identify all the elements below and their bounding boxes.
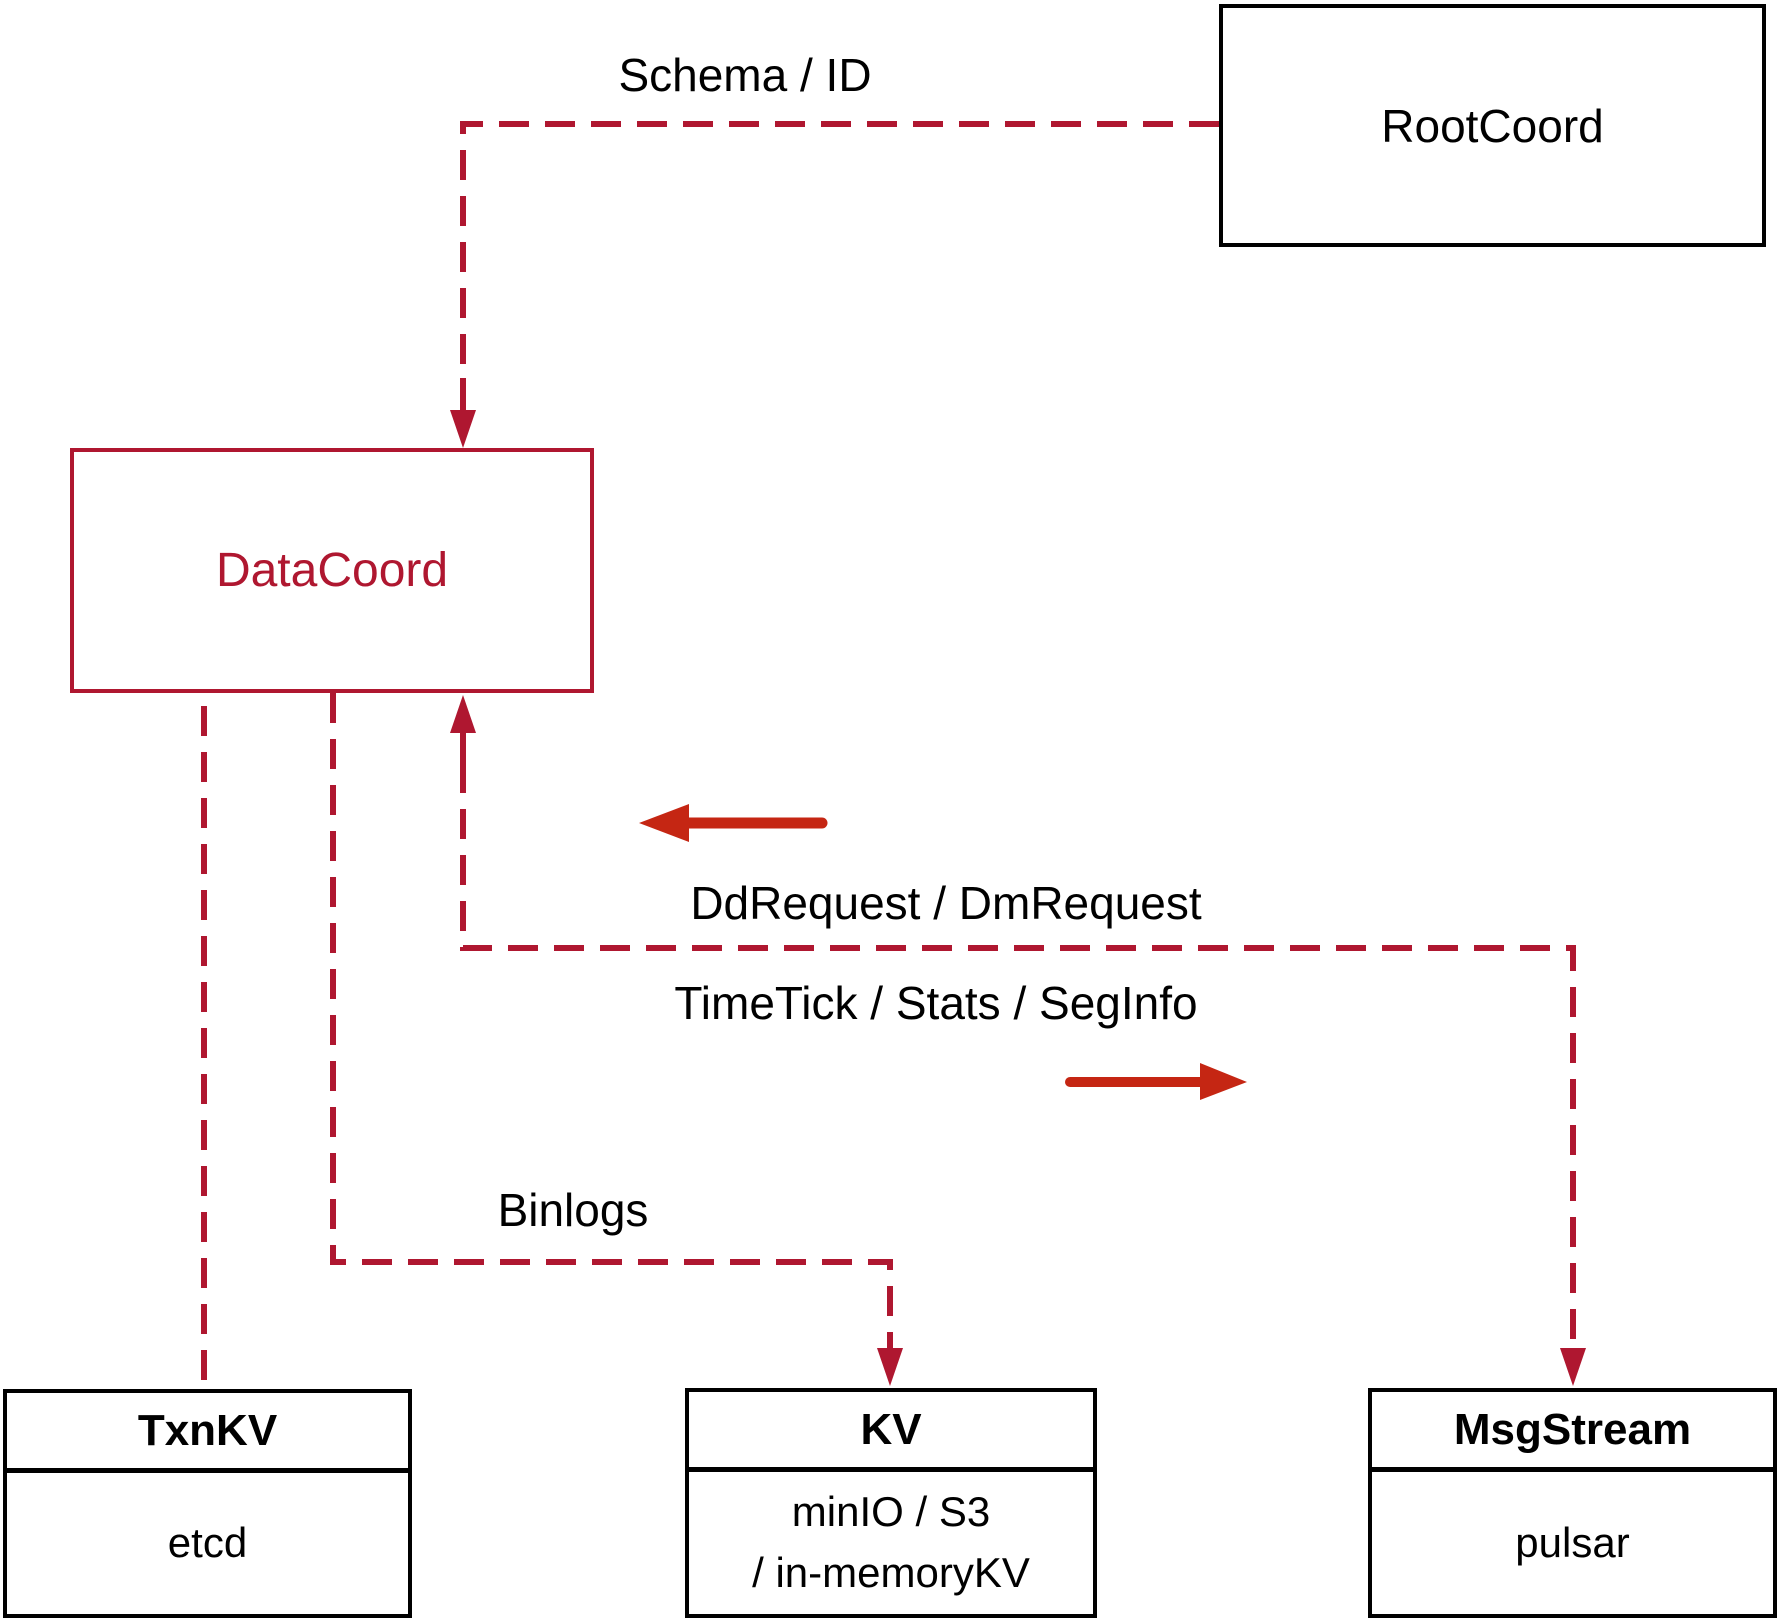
msgstream-node: MsgStream pulsar: [1368, 1388, 1777, 1618]
rootcoord-label: RootCoord: [1381, 99, 1604, 152]
request-up-arrowhead-icon: [450, 695, 476, 733]
txnkv-node: TxnKV etcd: [3, 1389, 412, 1618]
schema-id-arrowhead-icon: [450, 410, 476, 448]
msgstream-arrowhead-icon: [1560, 1348, 1586, 1386]
rootcoord-node: RootCoord: [1219, 4, 1766, 247]
left-direction-arrow-icon: [639, 804, 828, 842]
request-connector: [460, 763, 1576, 1348]
kv-node: KV minIO / S3 / in-memoryKV: [685, 1388, 1097, 1618]
schema-id-connector: [460, 121, 1219, 380]
right-direction-arrow-icon: [1065, 1063, 1247, 1100]
binlogs-connector: [330, 693, 893, 1348]
kv-body-line-2: / in-memoryKV: [752, 1549, 1030, 1596]
binlogs-arrowhead-icon: [877, 1348, 903, 1386]
txnkv-body-line: etcd: [167, 1519, 248, 1567]
datacoord-label: DataCoord: [215, 544, 449, 597]
datacoord-node: DataCoord: [70, 448, 594, 693]
msgstream-body-line: pulsar: [1515, 1518, 1630, 1566]
txnkv-title: TxnKV: [7, 1393, 408, 1473]
msgstream-title: MsgStream: [1372, 1392, 1773, 1472]
schema-id-edge-label: Schema / ID: [618, 49, 872, 101]
timetick-edge-label: TimeTick / Stats / SegInfo: [674, 977, 1198, 1029]
dd-request-edge-label: DdRequest / DmRequest: [690, 877, 1202, 929]
kv-title: KV: [689, 1392, 1093, 1472]
binlogs-edge-label: Binlogs: [497, 1184, 649, 1236]
kv-body-line-1: minIO / S3: [791, 1488, 991, 1536]
